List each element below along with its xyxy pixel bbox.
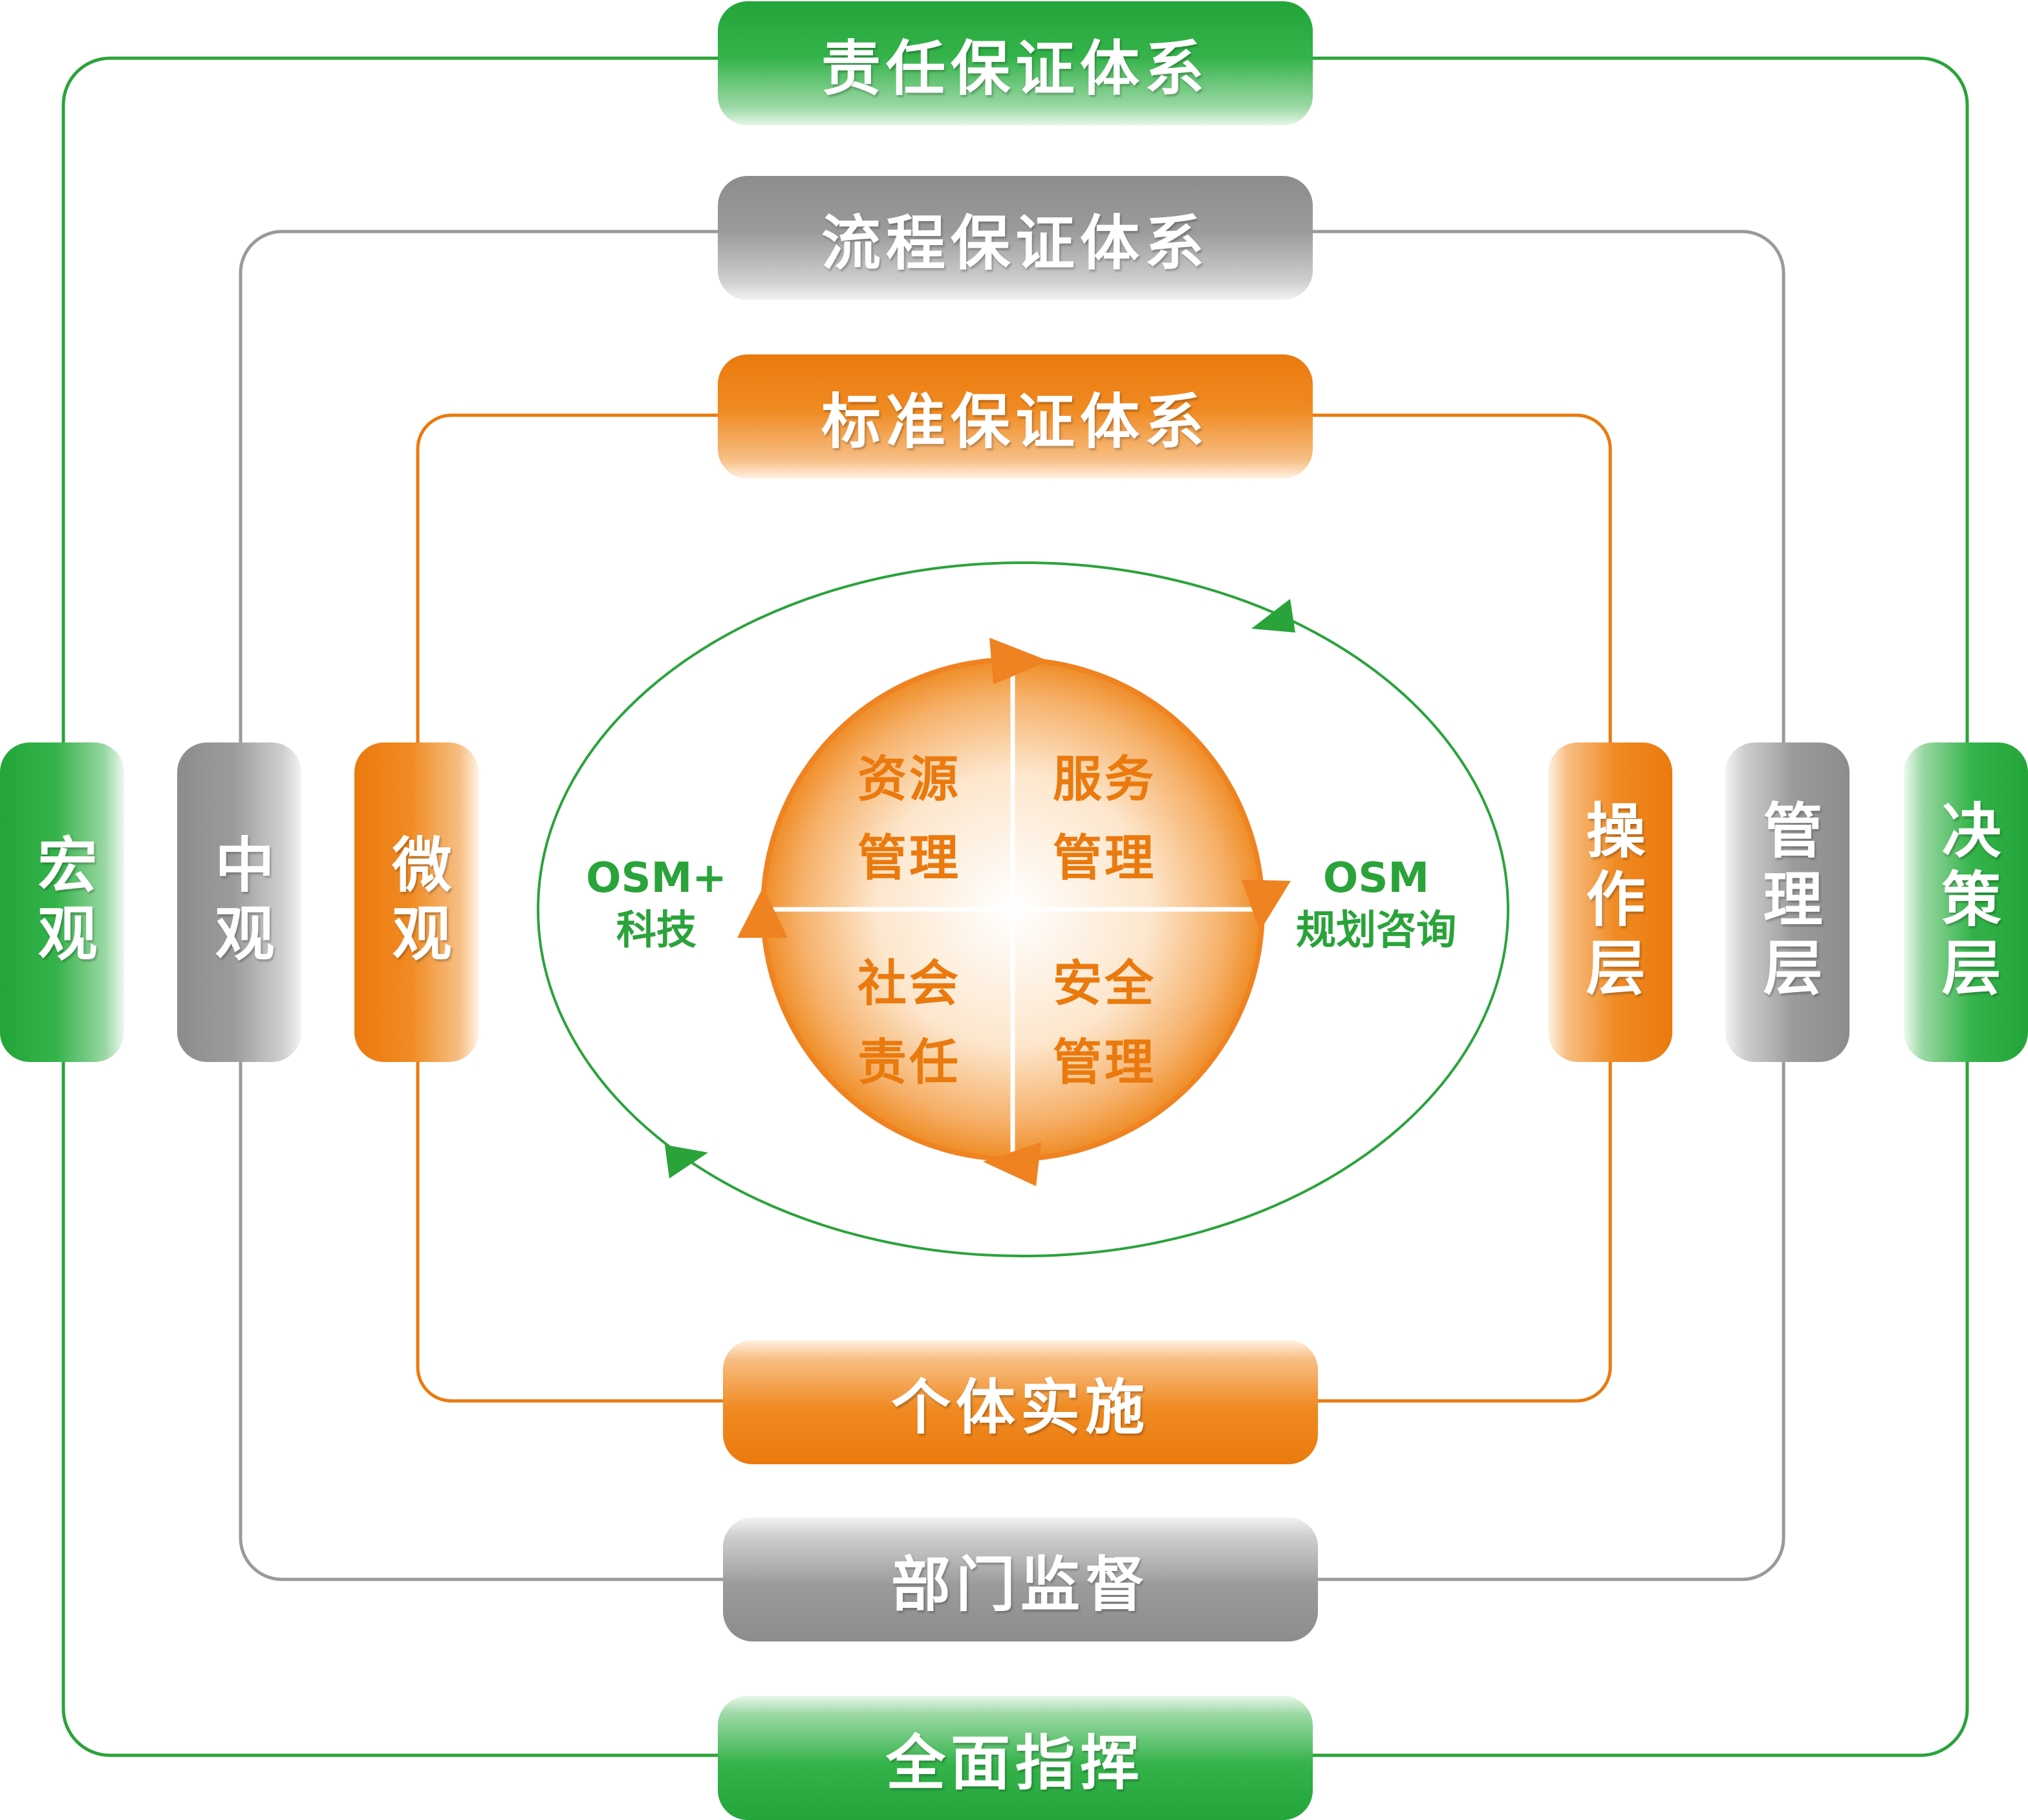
decision-layer-label: 决策层 [1904,742,2028,1062]
ellipse-arrow-bottom-left [665,1145,708,1178]
quadrant-social-responsibility: 社会 责任 [858,955,961,1091]
process-system-label: 流程保证体系 [718,176,1313,300]
osm-planning-consulting-label: OSM 规划咨询 [1295,854,1456,953]
management-layer-label: 管理层 [1725,742,1850,1062]
operation-layer-label: 操作层 [1548,742,1672,1062]
quadrant-safety-management: 安全 管理 [1053,955,1156,1091]
responsibility-system-label: 责任保证体系 [718,1,1313,125]
macro-view-label: 宏观 [0,742,124,1062]
micro-view-label: 微观 [354,742,479,1062]
individual-implementation-label: 个体实施 [723,1340,1318,1464]
cycle-ellipse [537,561,1509,1257]
circle-arrow-bottom [983,1142,1041,1186]
meso-view-label: 中观 [177,742,301,1062]
circle-arrow-right [1242,880,1291,931]
overall-command-label: 全面指挥 [718,1696,1313,1820]
quadrant-resource-management: 资源 管理 [858,750,961,887]
osm-plus-technology-label: OSM+ 科技 [586,854,727,953]
circle-arrow-top [989,638,1049,684]
circle-arrow-left [737,887,788,938]
ellipse-arrow-top-right [1251,599,1295,633]
quadrant-service-management: 服务 管理 [1053,750,1156,887]
standard-system-label: 标准保证体系 [718,354,1313,479]
department-supervision-label: 部门监督 [723,1517,1318,1641]
